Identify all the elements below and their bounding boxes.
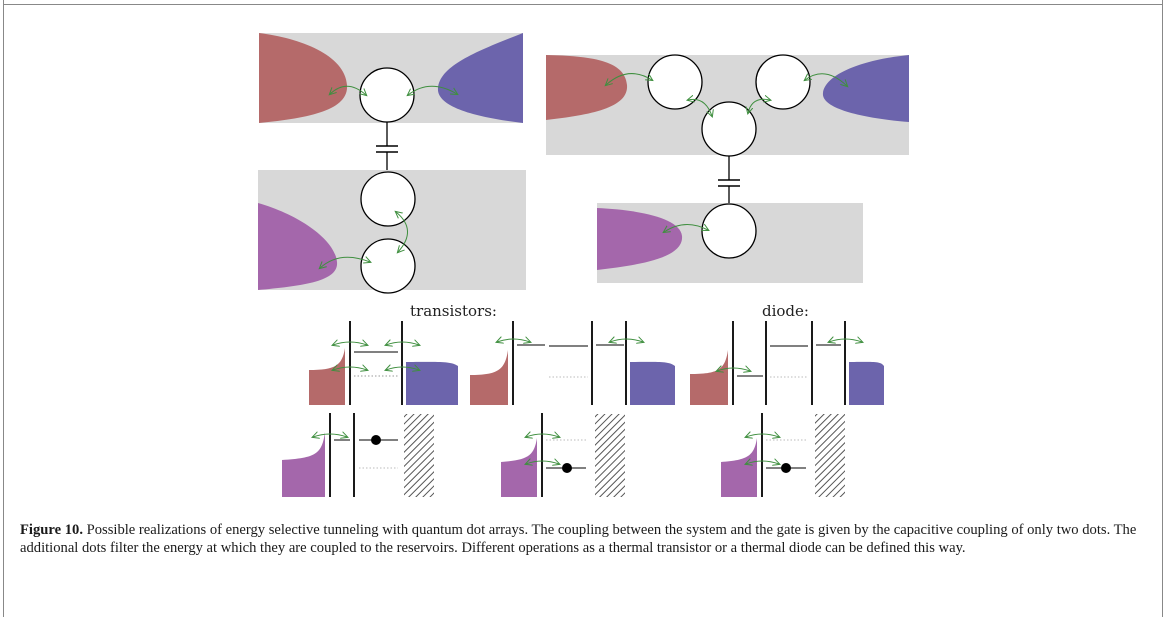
- tunneling-arrow-left: [606, 73, 652, 85]
- hot-reservoir-fermi: [309, 348, 345, 405]
- system-dot: [701, 101, 757, 157]
- gate-reservoir: [597, 208, 683, 270]
- tunneling-arrow-left: [330, 85, 366, 95]
- tunneling-arrow-right-inter: [748, 99, 770, 113]
- figure-caption: Figure 10. Possible realizations of ener…: [20, 521, 1140, 557]
- gate-dot: [701, 203, 757, 259]
- quantum-dot-figure: transistors: diode:: [258, 33, 909, 497]
- capacitor-coupling: [376, 122, 398, 172]
- gate-diagram-2: [501, 413, 625, 497]
- page-border-right: [1162, 0, 1163, 617]
- label-transistors: transistors:: [410, 302, 497, 320]
- gate-diagram-3: [721, 413, 845, 497]
- transistor-schematic: [258, 33, 526, 294]
- diode-schematic: [546, 54, 909, 283]
- capacitor-coupling: [718, 156, 740, 205]
- gate-dot-lower: [360, 238, 416, 294]
- label-diode: diode:: [762, 302, 809, 320]
- tunneling-arrow-right: [408, 85, 457, 95]
- tunneling-arrow-gate: [664, 224, 708, 232]
- gate-diagram-1: [282, 413, 434, 497]
- caption-text: Possible realizations of energy selectiv…: [20, 522, 1137, 556]
- page-border-top: [3, 4, 1163, 5]
- hot-reservoir: [546, 55, 628, 120]
- tunneling-arrow-right: [805, 73, 847, 86]
- caption-label: Figure 10.: [20, 522, 83, 538]
- tunneling-arrow-left-inter: [688, 99, 712, 116]
- cold-reservoir-fermi: [406, 361, 458, 405]
- gate-dot-upper: [360, 171, 416, 227]
- right-filter-dot: [755, 54, 811, 110]
- page-border-left: [3, 0, 4, 617]
- energy-diagram-transistor-1: [309, 321, 458, 405]
- cold-reservoir: [822, 55, 909, 122]
- gate-reservoir: [258, 203, 338, 290]
- left-filter-dot: [647, 54, 703, 110]
- energy-diagram-diode: [690, 321, 884, 405]
- hot-reservoir: [259, 33, 348, 123]
- cold-reservoir: [437, 33, 523, 123]
- system-dot: [359, 67, 415, 123]
- tunneling-arrow-inter-dot: [396, 212, 408, 252]
- energy-diagram-transistor-2: [470, 321, 675, 405]
- tunneling-arrow-gate: [320, 257, 370, 268]
